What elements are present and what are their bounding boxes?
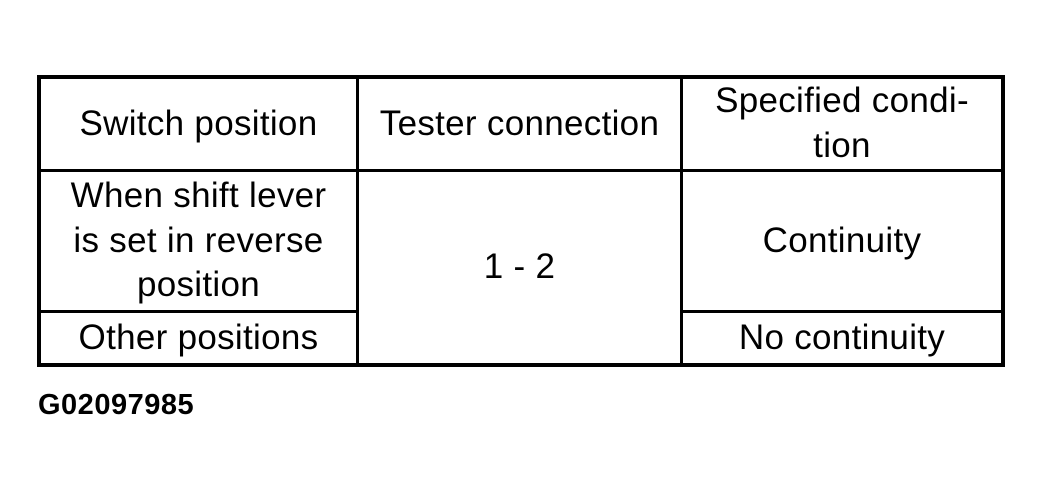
- cell-condition-no-continuity: No continuity: [738, 317, 946, 357]
- header-tester-connection: Tester connection: [359, 79, 683, 172]
- cell-condition-continuity: Continuity: [683, 172, 1001, 313]
- cell-switch-position-other: Other positions: [41, 313, 359, 363]
- cell-switch-position-reverse: When shift lever is set in reverse posit…: [41, 172, 359, 313]
- figure-id-label: G02097985: [38, 389, 195, 421]
- header-switch-position: Switch position: [41, 79, 359, 172]
- continuity-check-table: Switch position Tester connection Specif…: [37, 75, 1005, 367]
- header-specified-condition: Specified condi- tion: [683, 79, 1001, 172]
- cell-tester-connection-1-2: 1 - 2: [359, 172, 683, 363]
